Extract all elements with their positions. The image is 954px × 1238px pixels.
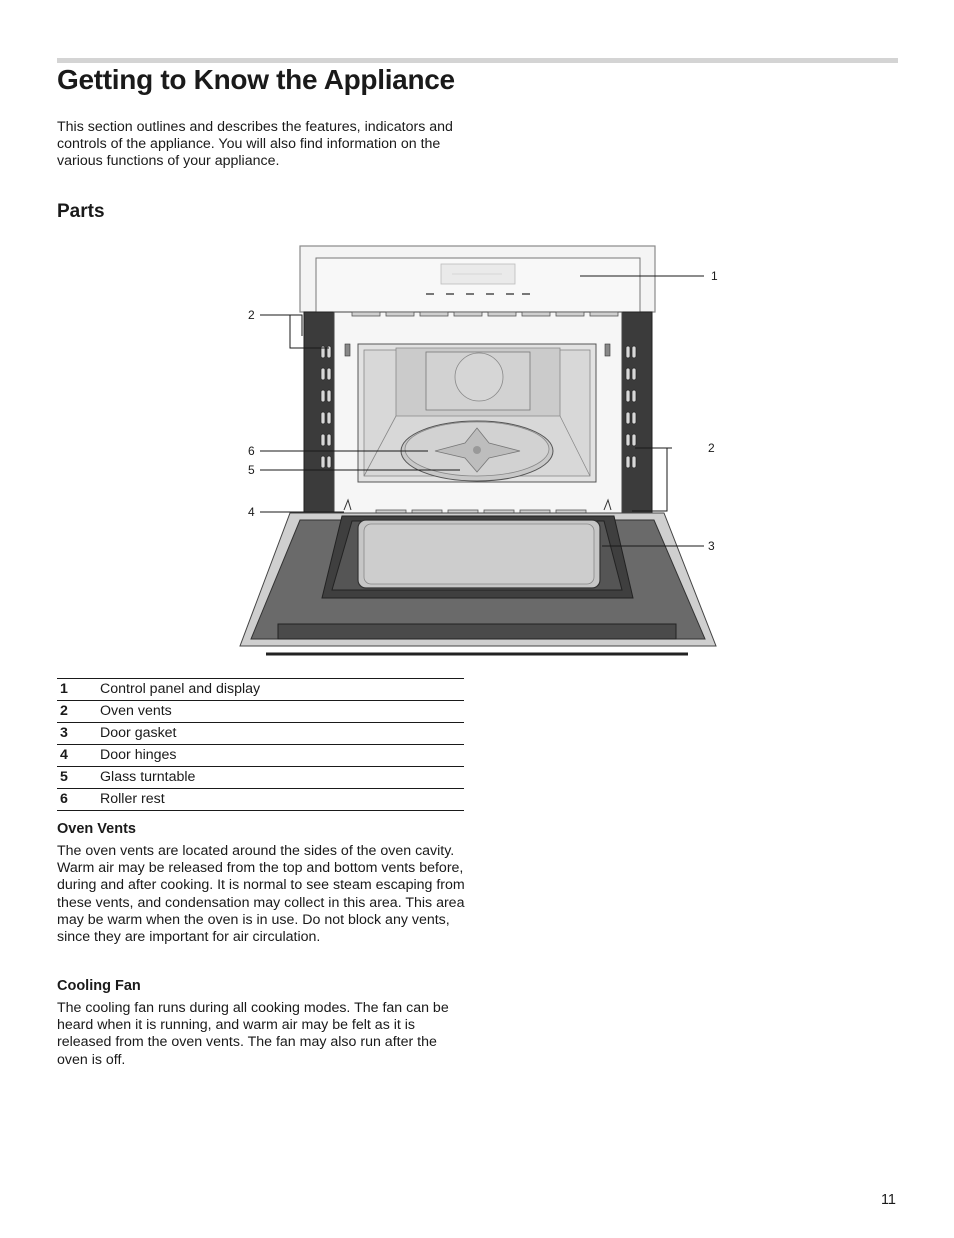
callout-2-right: 2 <box>708 441 715 455</box>
callout-6: 6 <box>248 444 255 458</box>
left-side-vents <box>320 345 332 469</box>
oven-vents-heading: Oven Vents <box>57 821 136 837</box>
callout-leaders <box>260 275 704 547</box>
callout-2-left: 2 <box>248 308 255 322</box>
callout-5: 5 <box>248 463 255 477</box>
cooling-fan-heading: Cooling Fan <box>57 978 141 994</box>
parts-heading: Parts <box>57 201 105 222</box>
callout-1: 1 <box>711 269 718 283</box>
oven-vents-paragraph: The oven vents are located around the si… <box>57 843 465 946</box>
glass-turntable-illustration <box>400 420 554 482</box>
intro-paragraph: This section outlines and describes the … <box>57 119 453 169</box>
top-vents <box>351 311 619 317</box>
right-side-vents <box>625 345 637 469</box>
control-panel-illustration <box>299 245 656 313</box>
control-buttons <box>426 293 530 295</box>
page-number: 11 <box>880 1192 896 1208</box>
page-title: Getting to Know the Appliance <box>57 64 455 95</box>
right-hinge <box>603 498 612 511</box>
callout-4: 4 <box>248 505 255 519</box>
callout-3: 3 <box>708 539 715 553</box>
top-rule <box>57 58 898 63</box>
cooling-fan-paragraph: The cooling fan runs during all cooking … <box>57 1000 449 1068</box>
oven-door-illustration <box>239 512 717 656</box>
appliance-parts-diagram: 1 2 2 3 4 5 6 <box>239 245 718 656</box>
left-hinge <box>343 498 352 511</box>
